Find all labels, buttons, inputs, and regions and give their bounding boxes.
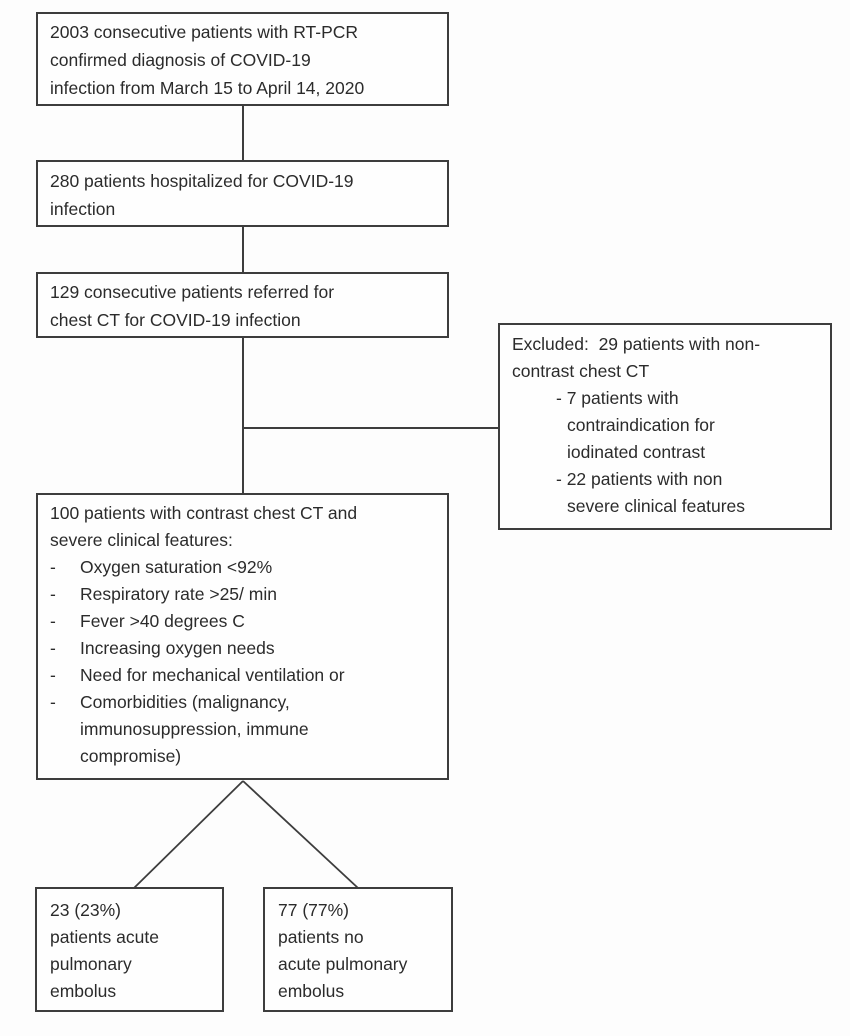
criterion-text: Comorbidities (malignancy, immunosuppress…: [80, 689, 435, 770]
text-line: infection from March 15 to April 14, 202…: [50, 78, 365, 98]
text-line: chest CT for COVID-19 infection: [50, 310, 301, 330]
text-line: Increasing oxygen needs: [80, 638, 275, 658]
text-line: patients acute: [50, 927, 159, 947]
connector-branch-to-excluded: [243, 427, 498, 429]
text-line: Need for mechanical ventilation or: [80, 665, 345, 685]
text-line: contrast chest CT: [512, 361, 650, 381]
excluded-items: - 7 patients with contraindication for iod…: [512, 385, 818, 520]
text-line: - 22 patients with non: [556, 469, 723, 489]
criterion-oxygen-saturation: - Oxygen saturation <92%: [50, 554, 435, 581]
dash-marker: -: [50, 584, 56, 604]
text-line: immunosuppression, immune: [80, 719, 309, 739]
box-referred-chest-ct: 129 consecutive patients referred for che…: [36, 272, 449, 338]
criterion-text: Oxygen saturation <92%: [80, 554, 435, 581]
text-line: - 7 patients with: [556, 388, 679, 408]
box-acute-pulmonary-embolus: 23 (23%) patients acute pulmonary embolus: [35, 887, 224, 1012]
criterion-text: Increasing oxygen needs: [80, 635, 435, 662]
box-total-rtpcr-patients: 2003 consecutive patients with RT-PCR con…: [36, 12, 449, 106]
text-line: severe clinical features:: [50, 530, 233, 550]
connector-hospitalized-to-referred: [242, 227, 244, 272]
criterion-fever: - Fever >40 degrees C: [50, 608, 435, 635]
text-line: embolus: [50, 981, 117, 1001]
criterion-increasing-oxygen: - Increasing oxygen needs: [50, 635, 435, 662]
box-excluded-patients: Excluded: 29 patients with non-contrast …: [498, 323, 832, 530]
text-line: patients no: [278, 927, 364, 947]
text-line: acute pulmonary: [278, 954, 408, 974]
dash-marker: -: [50, 611, 56, 631]
criterion-respiratory-rate: - Respiratory rate >25/ min: [50, 581, 435, 608]
text-line: embolus: [278, 981, 345, 1001]
text-line: compromise): [80, 746, 182, 766]
dash-marker: -: [50, 692, 56, 712]
text-line: 100 patients with contrast chest CT and: [50, 503, 358, 523]
text-line: severe clinical features: [567, 496, 745, 516]
connector-contrast-to-acute-pe: [133, 780, 244, 889]
text-line: 280 patients hospitalized for COVID-19: [50, 171, 354, 191]
contrast-ct-header: 100 patients with contrast chest CT and s…: [50, 500, 435, 554]
criterion-mechanical-ventilation: - Need for mechanical ventilation or: [50, 662, 435, 689]
dash-marker: -: [50, 638, 56, 658]
excluded-item-contraindication: - 7 patients with contraindication for iod…: [556, 385, 818, 466]
criterion-text: Fever >40 degrees C: [80, 608, 435, 635]
text-line: 23 (23%): [50, 900, 122, 920]
dash-marker: -: [50, 557, 56, 577]
text-line: 77 (77%): [278, 900, 350, 920]
text-line: Comorbidities (malignancy,: [80, 692, 290, 712]
text-line: iodinated contrast: [567, 442, 706, 462]
box-no-acute-pulmonary-embolus: 77 (77%) patients no acute pulmonary embolu…: [263, 887, 453, 1012]
criterion-comorbidities: - Comorbidities (malignancy, immunosuppre…: [50, 689, 435, 770]
text-line: Excluded: 29 patients with non-: [512, 334, 761, 354]
text-line: infection: [50, 199, 116, 219]
text-line: 2003 consecutive patients with RT-PCR: [50, 22, 359, 42]
connector-referred-to-contrast: [242, 338, 244, 493]
excluded-header: Excluded: 29 patients with non-contrast …: [512, 331, 818, 385]
text-line: Respiratory rate >25/ min: [80, 584, 277, 604]
text-line: Fever >40 degrees C: [80, 611, 245, 631]
excluded-item-non-severe: - 22 patients with non severe clinical fe…: [556, 466, 818, 520]
box-hospitalized-patients: 280 patients hospitalized for COVID-19 in…: [36, 160, 449, 227]
box-contrast-ct-severe-features: 100 patients with contrast chest CT and s…: [36, 493, 449, 780]
text-line: pulmonary: [50, 954, 132, 974]
criterion-text: Respiratory rate >25/ min: [80, 581, 435, 608]
connector-contrast-to-no-acute-pe: [242, 780, 359, 889]
criterion-text: Need for mechanical ventilation or: [80, 662, 435, 689]
text-line: Oxygen saturation <92%: [80, 557, 273, 577]
text-line: confirmed diagnosis of COVID-19: [50, 50, 311, 70]
text-line: contraindication for: [567, 415, 715, 435]
dash-marker: -: [50, 665, 56, 685]
connector-total-to-hospitalized: [242, 106, 244, 160]
text-line: 129 consecutive patients referred for: [50, 282, 335, 302]
